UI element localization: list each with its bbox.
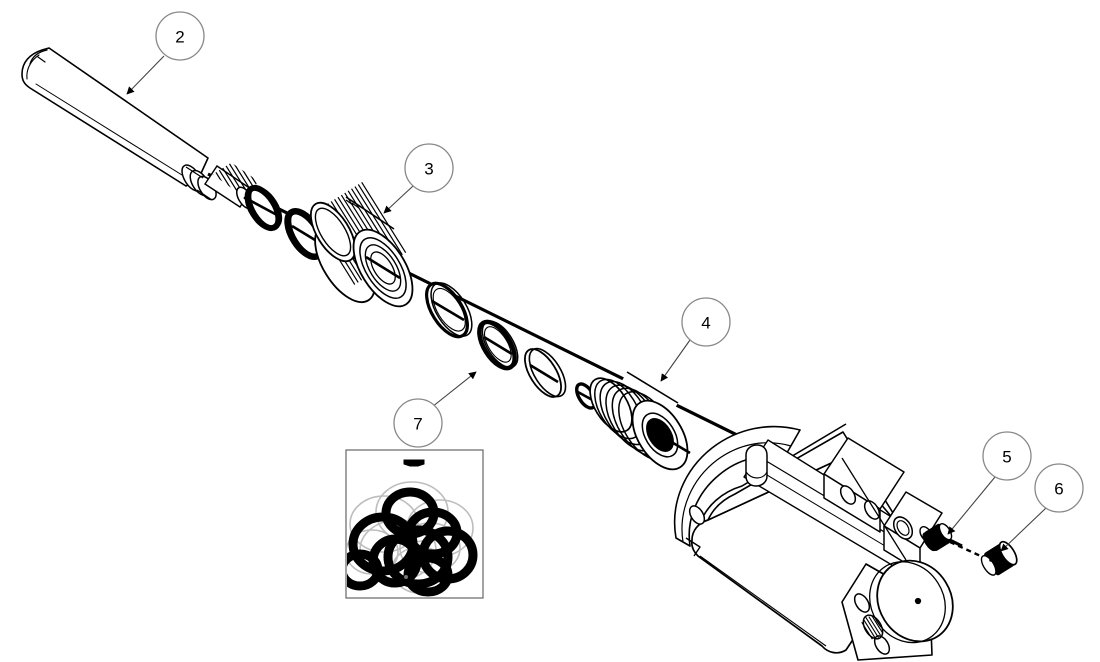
callout-2-label: 2: [175, 28, 184, 47]
callout-3[interactable]: 3: [404, 143, 454, 193]
seal-ring: [477, 319, 519, 371]
leader-5: [947, 476, 996, 535]
callout-6-label: 6: [1054, 480, 1063, 499]
callout-3-label: 3: [424, 160, 433, 179]
leader-4: [660, 339, 691, 382]
piston-rod: [21, 47, 209, 187]
seal-ring: [524, 347, 567, 398]
leader-6: [1000, 507, 1047, 552]
port-fitting: [922, 523, 953, 552]
leader-2: [126, 55, 165, 95]
callout-6[interactable]: 6: [1034, 463, 1084, 513]
seal-ring: [244, 184, 283, 232]
callout-2[interactable]: 2: [155, 11, 205, 61]
cylinder-body: [673, 300, 1011, 661]
callout-bubbles: 2 3 4 5 6 7: [155, 11, 1084, 513]
callout-7-label: 7: [413, 415, 422, 434]
fitting-alignment-line: [949, 540, 986, 560]
callout-5-label: 5: [1002, 448, 1011, 467]
rod-shoulder: [181, 164, 217, 201]
seal-ring: [425, 281, 473, 339]
rod-gland-head: [309, 182, 414, 308]
callout-7[interactable]: 7: [393, 398, 443, 448]
callout-leaders: [126, 55, 1047, 552]
callout-5[interactable]: 5: [982, 431, 1032, 481]
callout-4[interactable]: 4: [681, 297, 731, 347]
seal-kit-bag: [345, 449, 484, 599]
callout-4-label: 4: [701, 314, 710, 333]
leader-3: [383, 185, 414, 214]
port-plug: [980, 540, 1018, 576]
leader-7: [431, 371, 477, 408]
piston-assembly: [589, 371, 691, 471]
